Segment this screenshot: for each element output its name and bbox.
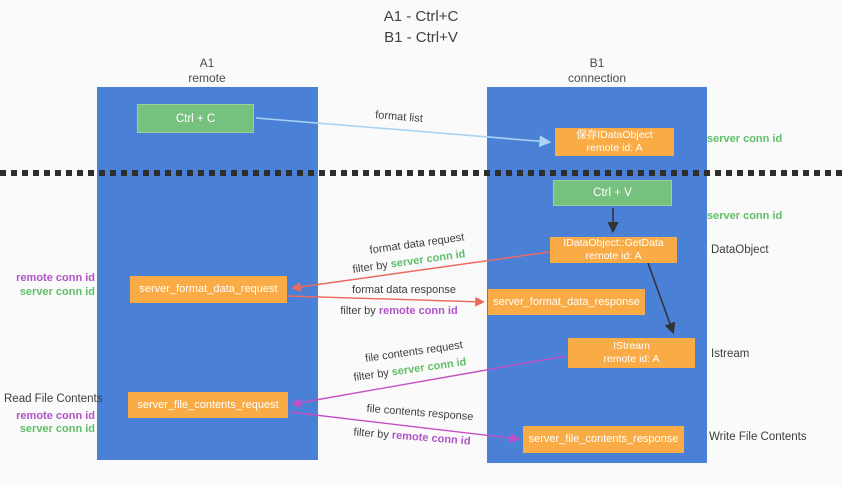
istream-line2: remote id: A bbox=[603, 353, 660, 365]
server-format-data-response-label: server_format_data_response bbox=[493, 295, 640, 308]
remote-conn-id-text: remote conn id bbox=[391, 429, 471, 448]
istream-node: IStream remote id: A bbox=[568, 338, 695, 368]
server-conn-id-right-mid: server conn id bbox=[707, 210, 783, 222]
server-file-contents-response-node: server_file_contents_response bbox=[523, 426, 684, 453]
title-line-1: A1 - Ctrl+C bbox=[383, 8, 459, 25]
server-file-contents-request-node: server_file_contents_request bbox=[128, 392, 288, 418]
ctrl-c-node: Ctrl + C bbox=[137, 104, 254, 133]
remote-conn-id-left-1: remote conn id bbox=[16, 272, 95, 284]
getdata-node: IDataObject::GetData remote id: A bbox=[550, 237, 677, 263]
filter-by-remote-conn-id-label-2: filter by remote conn id bbox=[353, 426, 471, 447]
server-file-contents-response-label: server_file_contents_response bbox=[528, 433, 679, 445]
file-contents-response-label: file contents response bbox=[366, 402, 474, 424]
ctrl-v-label: Ctrl + V bbox=[593, 187, 632, 199]
write-file-contents-label: Write File Contents bbox=[709, 431, 807, 443]
ctrl-c-label: Ctrl + C bbox=[175, 112, 216, 125]
save-dataobject-node: 保存IDataObject remote id: A bbox=[555, 128, 674, 156]
server-conn-id-left-1: server conn id bbox=[19, 286, 95, 298]
getdata-line2: remote id: A bbox=[585, 250, 642, 262]
save-dataobject-line2: remote id: A bbox=[586, 142, 643, 154]
filter-prefix: filter by bbox=[352, 366, 393, 384]
filter-by-server-conn-id-label-1: filter by server conn id bbox=[352, 248, 466, 276]
filter-prefix: filter by bbox=[340, 305, 379, 317]
lane-header-right: B1 connection bbox=[537, 56, 657, 86]
lane-left-role: remote bbox=[188, 71, 226, 85]
lane-right-role: connection bbox=[567, 71, 627, 85]
istream-side-label: Istream bbox=[711, 348, 750, 360]
lane-header-left: A1 remote bbox=[147, 56, 267, 86]
lane-right-name: B1 bbox=[589, 56, 605, 70]
server-conn-id-right-top: server conn id bbox=[707, 133, 783, 145]
lane-left-name: A1 bbox=[199, 56, 215, 70]
save-dataobject-line1: 保存IDataObject bbox=[576, 129, 653, 141]
server-format-data-request-label: server_format_data_request bbox=[139, 283, 278, 295]
dataobject-label: DataObject bbox=[711, 244, 769, 256]
server-format-data-response-node: server_format_data_response bbox=[488, 289, 645, 315]
filter-prefix: filter by bbox=[351, 258, 392, 276]
server-format-data-request-node: server_format_data_request bbox=[130, 276, 287, 303]
title-line-2: B1 - Ctrl+V bbox=[384, 29, 458, 46]
filter-prefix: filter by bbox=[353, 426, 393, 442]
getdata-line1: IDataObject::GetData bbox=[563, 237, 664, 249]
remote-conn-id-text: remote conn id bbox=[378, 305, 458, 317]
read-file-contents-label: Read File Contents bbox=[4, 393, 103, 405]
remote-conn-id-left-2: remote conn id bbox=[16, 410, 95, 422]
format-data-response-label: format data response bbox=[352, 284, 456, 296]
filter-by-remote-conn-id-label-1: filter by remote conn id bbox=[340, 305, 457, 317]
diagram-title: A1 - Ctrl+C B1 - Ctrl+V bbox=[0, 6, 842, 48]
ctrl-v-node: Ctrl + V bbox=[553, 180, 672, 206]
istream-line1: IStream bbox=[613, 340, 650, 352]
server-conn-id-left-2: server conn id bbox=[19, 423, 95, 435]
format-list-label: format list bbox=[374, 109, 424, 125]
session-divider-dotted-line bbox=[0, 170, 842, 176]
server-file-contents-request-label: server_file_contents_request bbox=[137, 398, 279, 411]
